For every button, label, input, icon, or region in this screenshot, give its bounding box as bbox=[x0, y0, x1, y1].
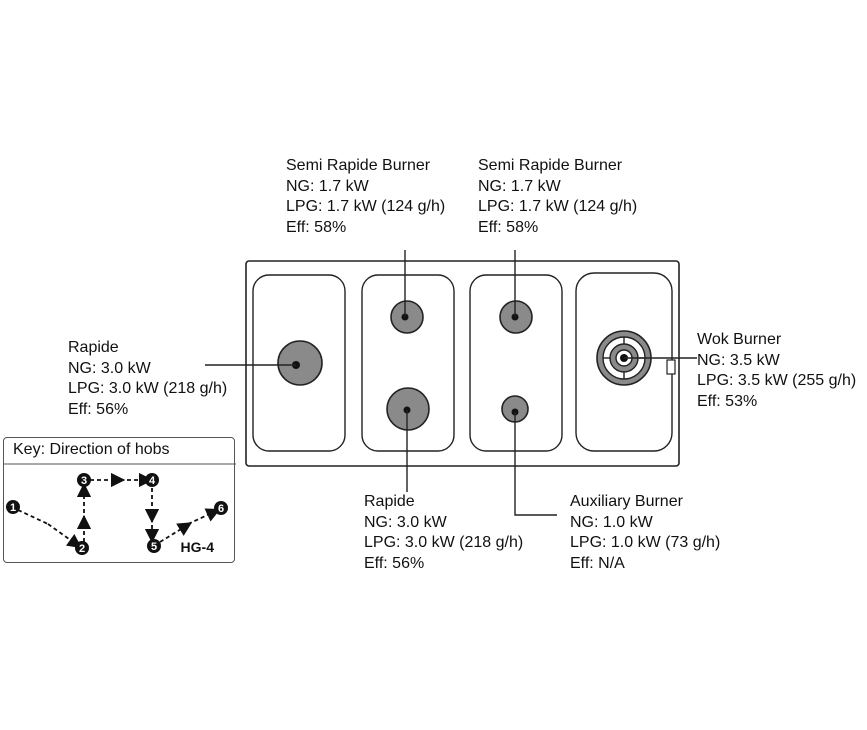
frame-notch bbox=[666, 359, 676, 375]
direction-path bbox=[17, 472, 221, 549]
step-2: 2 bbox=[75, 541, 89, 555]
lpg-rating: LPG: 1.7 kW (124 g/h) bbox=[478, 198, 638, 216]
leader-lines bbox=[205, 250, 697, 516]
burner-name: Semi Rapide Burner bbox=[478, 157, 623, 174]
efficiency: Eff: 58% bbox=[286, 219, 347, 237]
step-3: 3 bbox=[77, 473, 91, 487]
svg-text:5: 5 bbox=[151, 541, 157, 553]
lpg-rating: LPG: 3.0 kW (218 g/h) bbox=[68, 380, 228, 398]
label-semi-rapide-1: Semi Rapide Burner NG: 1.7 kW LPG: 1.7 k… bbox=[286, 156, 445, 239]
direction-key: 1 2 3 4 5 6 Key: Direction of hobs HG-4 bbox=[3, 437, 236, 563]
step-1: 1 bbox=[6, 500, 20, 514]
label-wok: Wok Burner NG: 3.5 kW LPG: 3.5 kW (255 g… bbox=[697, 330, 856, 413]
key-title: Key: Direction of hobs bbox=[13, 441, 170, 458]
ng-rating: NG: 3.5 kW bbox=[697, 351, 780, 369]
step-5: 5 bbox=[147, 539, 161, 553]
burner-name: Auxiliary Burner bbox=[570, 493, 683, 510]
burner-name: Rapide bbox=[364, 493, 415, 510]
label-rapide-left: Rapide NG: 3.0 kW LPG: 3.0 kW (218 g/h) … bbox=[68, 338, 227, 421]
efficiency: Eff: N/A bbox=[570, 555, 625, 573]
ng-rating: NG: 1.7 kW bbox=[286, 177, 369, 195]
zone-panel-3 bbox=[469, 274, 563, 452]
ng-rating: NG: 1.0 kW bbox=[570, 513, 653, 531]
efficiency: Eff: 56% bbox=[68, 401, 129, 419]
label-semi-rapide-2: Semi Rapide Burner NG: 1.7 kW LPG: 1.7 k… bbox=[478, 156, 637, 239]
svg-text:3: 3 bbox=[81, 475, 87, 487]
zone-panel-2 bbox=[361, 274, 455, 452]
label-auxiliary: Auxiliary Burner NG: 1.0 kW LPG: 1.0 kW … bbox=[570, 492, 720, 575]
cooktop-frame bbox=[245, 260, 680, 467]
svg-text:2: 2 bbox=[79, 543, 85, 555]
step-6: 6 bbox=[214, 501, 228, 515]
direction-key-graphic: 1 2 3 4 5 6 bbox=[4, 463, 236, 555]
lpg-rating: LPG: 3.0 kW (218 g/h) bbox=[364, 534, 524, 552]
efficiency: Eff: 56% bbox=[364, 555, 425, 573]
burner-auxiliary bbox=[501, 395, 529, 423]
ng-rating: NG: 3.0 kW bbox=[364, 513, 447, 531]
model-code: HG-4 bbox=[180, 539, 214, 555]
step-4: 4 bbox=[145, 473, 159, 487]
burner-semi-rapide-1 bbox=[390, 300, 424, 334]
ng-rating: NG: 3.0 kW bbox=[68, 359, 151, 377]
svg-text:1: 1 bbox=[10, 502, 16, 514]
direction-steps: 1 2 3 4 5 6 bbox=[6, 473, 228, 555]
efficiency: Eff: 53% bbox=[697, 393, 758, 411]
lpg-rating: LPG: 1.7 kW (124 g/h) bbox=[286, 198, 446, 216]
burner-rapide-left bbox=[277, 340, 323, 386]
burner-name: Semi Rapide Burner bbox=[286, 157, 431, 174]
lpg-rating: LPG: 1.0 kW (73 g/h) bbox=[570, 534, 721, 552]
svg-text:4: 4 bbox=[149, 475, 156, 487]
efficiency: Eff: 58% bbox=[478, 219, 539, 237]
burner-rapide-bottom bbox=[386, 387, 430, 431]
label-rapide-bottom: Rapide NG: 3.0 kW LPG: 3.0 kW (218 g/h) … bbox=[364, 492, 523, 575]
burner-name: Wok Burner bbox=[697, 331, 782, 348]
svg-text:6: 6 bbox=[218, 503, 224, 515]
ng-rating: NG: 1.7 kW bbox=[478, 177, 561, 195]
burner-name: Rapide bbox=[68, 339, 119, 356]
burner-semi-rapide-2 bbox=[499, 300, 533, 334]
lpg-rating: LPG: 3.5 kW (255 g/h) bbox=[697, 372, 857, 390]
